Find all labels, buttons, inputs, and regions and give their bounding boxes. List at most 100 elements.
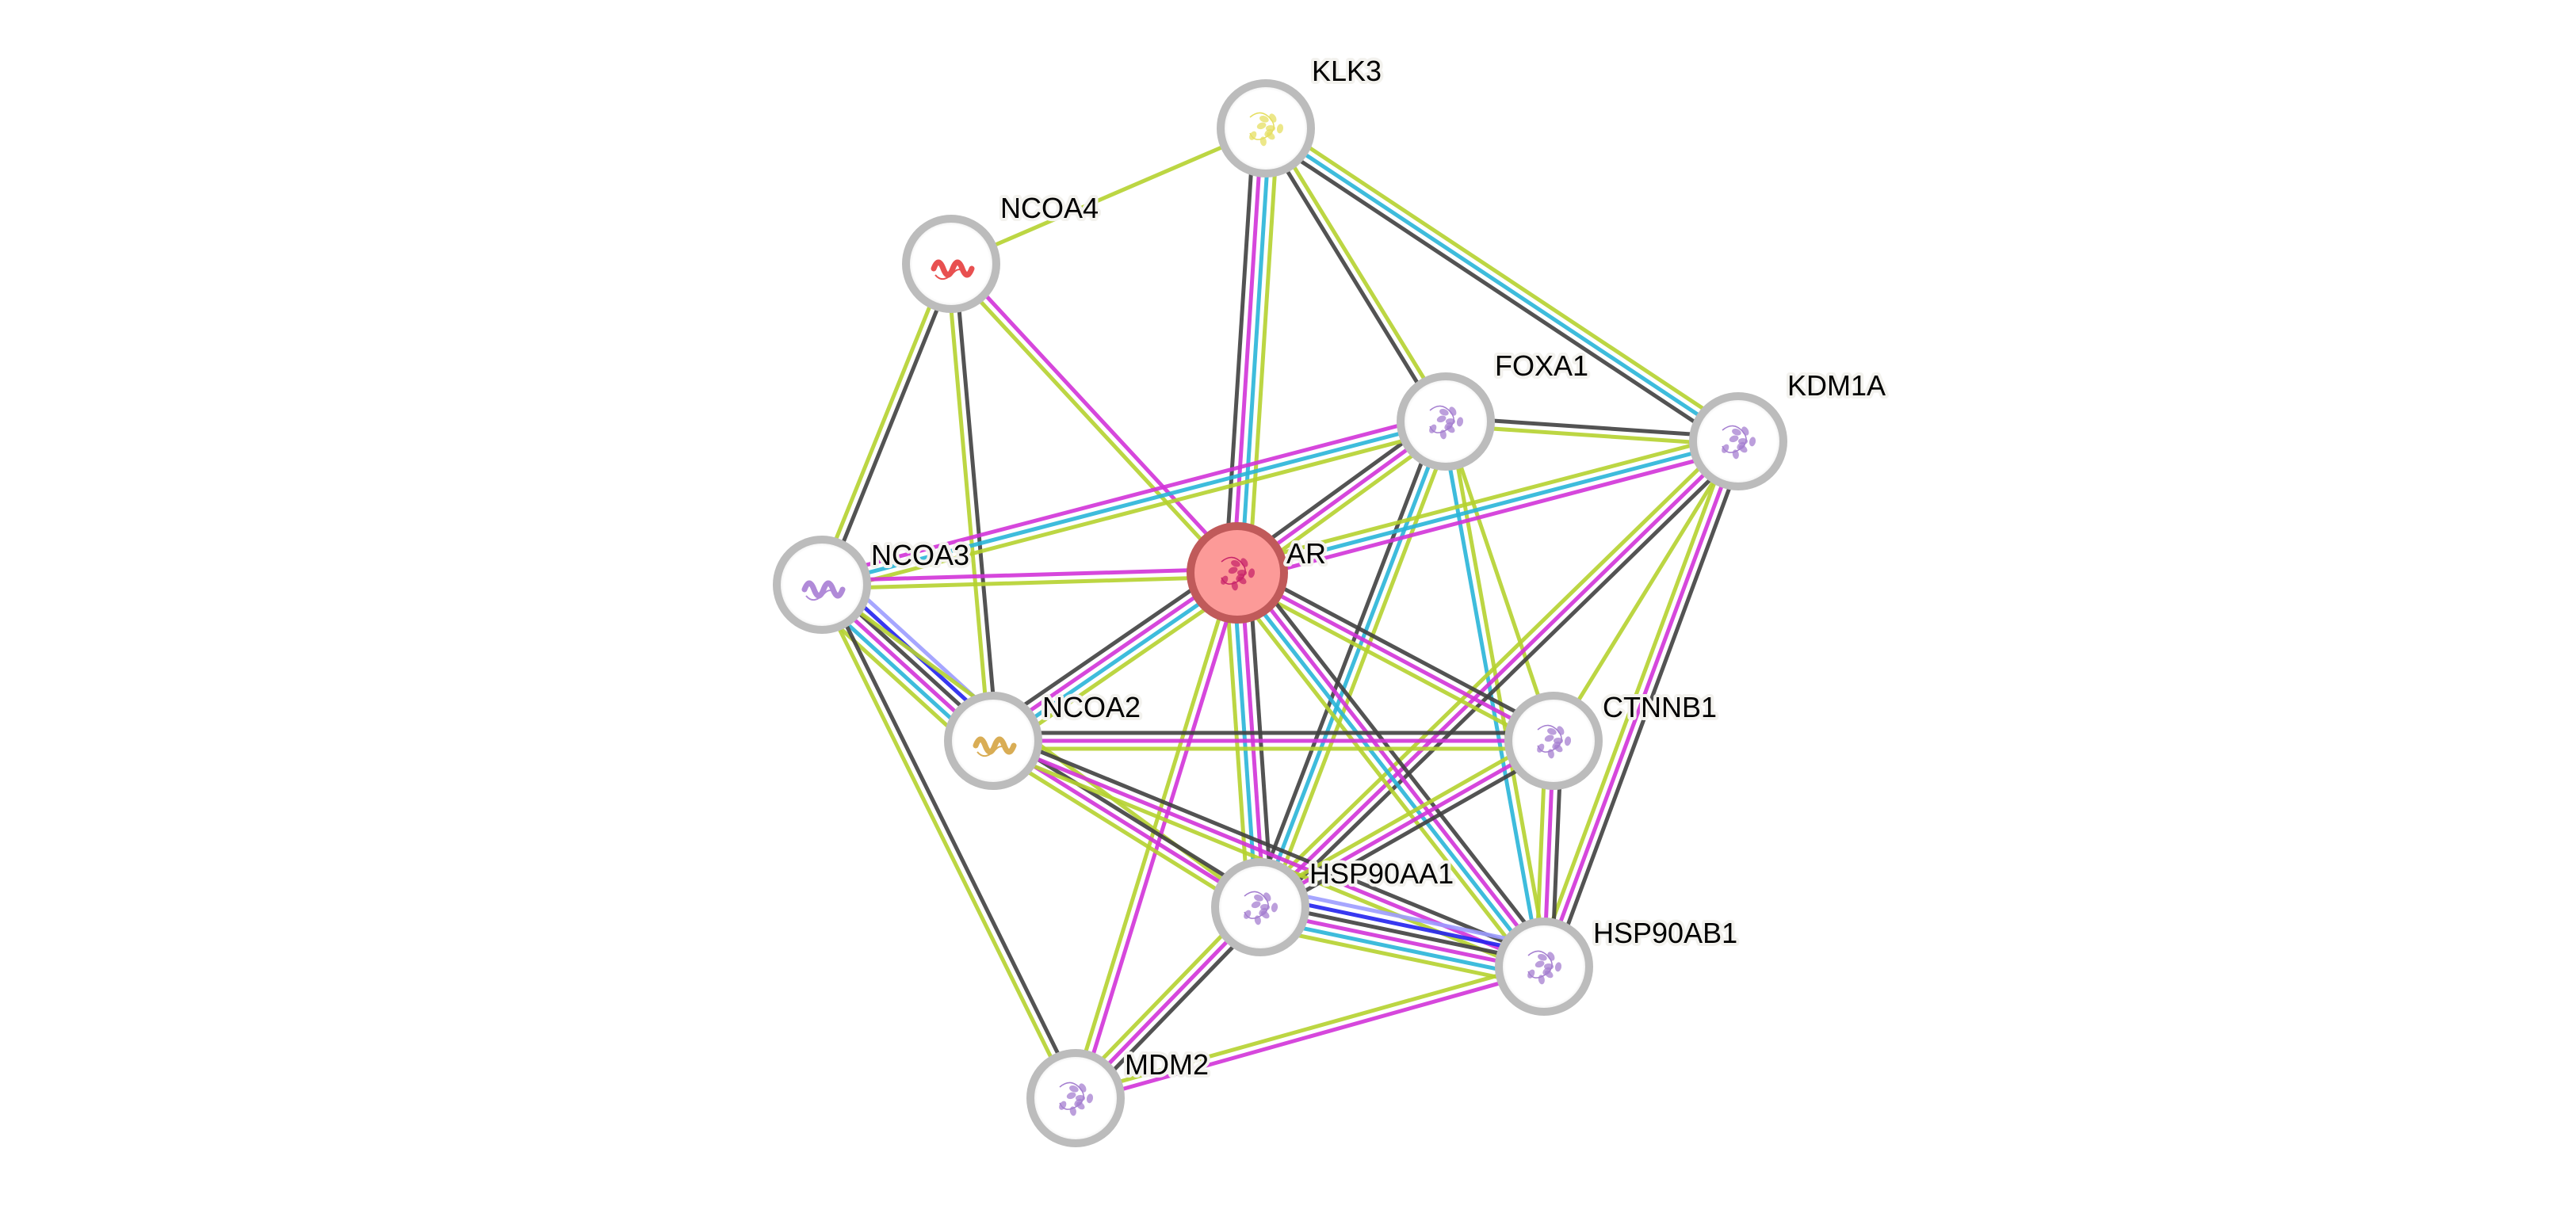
- node-mdm2[interactable]: MDM2: [1026, 1045, 1212, 1147]
- edge-line-experiments: [1238, 447, 1741, 583]
- edge-line-textmining: [1255, 732, 1551, 902]
- edge-ncoa2-ctnnb1[interactable]: [993, 731, 1554, 751]
- edge-line-textmining: [1247, 128, 1280, 574]
- protein-structure-purple-icon: [1244, 891, 1278, 925]
- node-foxa1[interactable]: FOXA1: [1397, 346, 1592, 471]
- edge-line-coexpression: [985, 561, 1232, 733]
- edge-ctnnb1-hsp90aa1[interactable]: [1255, 732, 1559, 916]
- edge-line-experiments: [1542, 441, 1741, 967]
- edges-layer: [807, 120, 1748, 1105]
- edge-ncoa4-ar[interactable]: [946, 259, 1242, 578]
- edge-klk3-ncoa4[interactable]: [950, 126, 1267, 266]
- node-label-foxa1: FOXA1: [1495, 349, 1588, 382]
- edge-line-textmining: [1443, 421, 1556, 742]
- edge-line-database: [821, 419, 1447, 587]
- edge-line-coexpression: [824, 264, 957, 587]
- edge-ncoa4-ncoa2[interactable]: [945, 263, 999, 742]
- node-ncoa3[interactable]: NCOA3: [773, 536, 973, 634]
- edge-line-experiments: [1259, 440, 1740, 909]
- edge-line-database: [1233, 574, 1543, 971]
- edge-line-textmining: [823, 427, 1449, 595]
- edge-line-textmining: [816, 586, 1074, 1101]
- edge-line-coexpression: [1251, 418, 1440, 906]
- edge-line-textmining: [950, 126, 1267, 266]
- protein-structure-purple-icon: [1537, 724, 1572, 759]
- node-ctnnb1[interactable]: CTNNB1: [1504, 688, 1720, 790]
- edge-line-database: [1258, 421, 1448, 908]
- edge-line-coexpression: [1264, 445, 1745, 914]
- node-hsp90ab1[interactable]: HSP90AB1: [1495, 914, 1741, 1016]
- edge-line-database: [1264, 126, 1740, 444]
- edge-line-experiments: [1076, 968, 1546, 1104]
- edge-kdm1a-hsp90aa1[interactable]: [1253, 434, 1745, 914]
- edge-line-textmining: [1269, 120, 1744, 437]
- edge-ar-ctnnb1[interactable]: [1233, 563, 1558, 750]
- protein-structure-purple-icon: [1059, 1082, 1094, 1116]
- edge-line-coexpression: [824, 582, 1081, 1097]
- edge-line-coexpression: [1244, 564, 1555, 961]
- edge-foxa1-hsp90aa1[interactable]: [1251, 418, 1455, 911]
- edge-kdm1a-ctnnb1[interactable]: [1551, 440, 1741, 742]
- node-circle[interactable]: [902, 215, 1000, 313]
- node-ncoa2[interactable]: NCOA2: [944, 688, 1144, 790]
- edge-line-textmining: [1073, 960, 1544, 1097]
- node-label-ar: AR: [1286, 537, 1326, 570]
- node-hsp90aa1[interactable]: HSP90AA1: [1211, 854, 1457, 956]
- edge-line-textmining: [816, 261, 950, 585]
- edge-klk3-foxa1[interactable]: [1260, 125, 1451, 425]
- node-label-mdm2: MDM2: [1125, 1048, 1209, 1081]
- edge-line-database: [1236, 439, 1739, 575]
- edge-line-textmining: [1234, 431, 1737, 567]
- edge-line-database: [1239, 128, 1272, 574]
- node-circle[interactable]: [944, 692, 1042, 790]
- node-label-kdm1a: KDM1A: [1787, 369, 1886, 402]
- protein-helix-gold-icon: [973, 736, 1017, 757]
- protein-structure-purple-icon: [1429, 405, 1464, 440]
- edge-kdm1a-hsp90ab1[interactable]: [1535, 437, 1748, 971]
- edge-hsp90ab1-mdm2[interactable]: [1073, 960, 1546, 1104]
- edge-ncoa3-mdm2[interactable]: [816, 582, 1081, 1101]
- edge-line-experiments: [819, 411, 1445, 579]
- edge-line-coexpression: [953, 263, 999, 741]
- edge-line-textmining: [1069, 570, 1236, 1098]
- edge-line-textmining: [946, 265, 1236, 578]
- node-circle[interactable]: [773, 536, 871, 634]
- edge-line-textmining: [1233, 578, 1551, 750]
- edge-line-textmining: [1535, 437, 1733, 965]
- edge-line-coexpression: [1260, 133, 1735, 450]
- edge-klk3-kdm1a[interactable]: [1260, 120, 1744, 450]
- edge-kdm1a-ar[interactable]: [1234, 431, 1741, 583]
- node-ncoa4[interactable]: NCOA4: [902, 189, 1102, 313]
- edge-line-textmining: [988, 746, 1258, 916]
- edge-klk3-ar[interactable]: [1223, 127, 1280, 574]
- node-label-ncoa4: NCOA4: [1000, 192, 1099, 224]
- protein-structure-crimson-icon: [1221, 556, 1256, 591]
- edge-line-textmining: [1551, 440, 1741, 742]
- node-klk3[interactable]: KLK3: [1217, 52, 1385, 177]
- node-ar[interactable]: AR: [1187, 522, 1329, 624]
- protein-structure-purple-icon: [1527, 950, 1562, 985]
- edge-line-textmining: [1267, 125, 1451, 421]
- edge-line-textmining: [999, 581, 1245, 753]
- edge-line-experiments: [821, 567, 1237, 583]
- node-kdm1a[interactable]: KDM1A: [1689, 366, 1889, 490]
- edge-ncoa3-ar[interactable]: [821, 567, 1238, 591]
- node-label-ncoa2: NCOA2: [1042, 691, 1141, 723]
- edge-line-experiments: [952, 259, 1242, 572]
- edge-line-experiments: [1259, 738, 1555, 910]
- edge-foxa1-ctnnb1[interactable]: [1443, 421, 1556, 742]
- protein-helix-purple-icon: [801, 580, 846, 601]
- edge-line-experiments: [1236, 570, 1555, 743]
- edge-line-textmining: [945, 264, 992, 742]
- edge-line-coexpression: [1260, 129, 1444, 425]
- edge-line-experiments: [1231, 128, 1264, 573]
- edge-line-database: [1257, 917, 1542, 981]
- edge-ncoa4-ncoa3[interactable]: [816, 261, 957, 587]
- edge-ar-hsp90ab1[interactable]: [1226, 564, 1555, 975]
- edge-line-coexpression: [1263, 746, 1559, 916]
- edge-line-textmining: [822, 574, 1238, 591]
- node-label-klk3: KLK3: [1312, 55, 1382, 87]
- edge-foxa1-ncoa3[interactable]: [819, 411, 1449, 595]
- edge-line-textmining: [1226, 578, 1537, 975]
- edge-line-cooccurrence: [1262, 893, 1547, 957]
